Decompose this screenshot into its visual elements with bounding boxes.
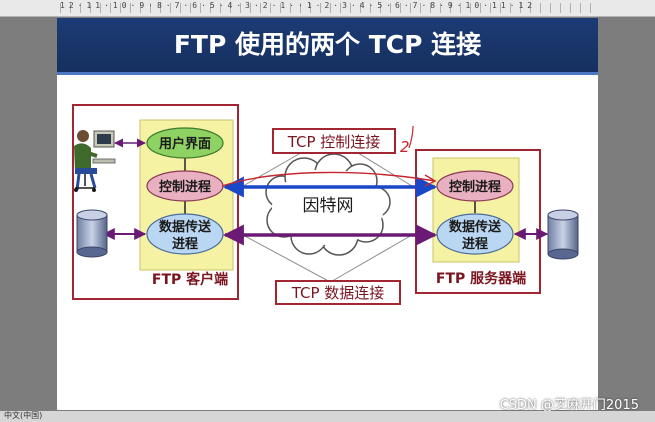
ruler-numbers: 12·11·10·9·8·7·6·5·4·3·2·1··1·2·3·4·5·6·… <box>60 1 537 10</box>
server-control-label: 控制进程 <box>449 179 501 195</box>
client-ui-ellipse <box>146 127 224 159</box>
user-computer-icon <box>74 130 116 192</box>
status-language[interactable]: 中文(中国) <box>4 411 43 420</box>
data-connection-box <box>275 280 401 305</box>
ftp-diagram: 用户界面 控制进程 数据传送 进程 控制进程 数据传送 进程 FTP 客户端 F… <box>72 104 579 305</box>
server-data-label-line2: 进程 <box>462 237 488 252</box>
annotation-number: 2 <box>400 138 410 156</box>
server-data-label-line1: 数据传送 <box>449 219 502 235</box>
client-disk-icon <box>76 209 108 258</box>
ruler: 12·11·10·9·8·7·6·5·4·3·2·1··1·2·3·4·5·6·… <box>0 0 655 17</box>
server-box <box>415 149 541 294</box>
status-bar: 中文(中国) <box>0 411 655 422</box>
control-connection-label: TCP 控制连接 <box>287 133 381 151</box>
annotation-curve <box>221 171 436 187</box>
client-control-label: 控制进程 <box>159 179 211 195</box>
watermark: CSDN @芝麻开门2015 <box>499 398 639 413</box>
slide-title: FTP 使用的两个 TCP 连接 <box>57 18 598 75</box>
annotation-stroke <box>408 125 414 149</box>
client-box <box>72 104 239 300</box>
client-label: FTP 客户端 <box>152 271 228 288</box>
data-connection-label: TCP 数据连接 <box>291 284 385 302</box>
slide[interactable]: FTP 使用的两个 TCP 连接 <box>57 18 598 410</box>
control-connection-box <box>272 128 396 154</box>
client-ui-label: 用户界面 <box>158 136 211 152</box>
client-data-label-line1: 数据传送 <box>159 219 212 235</box>
annotation-arrowhead <box>424 174 437 187</box>
server-label: FTP 服务器端 <box>436 270 526 287</box>
client-data-label-line2: 进程 <box>172 237 198 252</box>
server-disk-icon <box>547 209 579 260</box>
ruler-scale <box>60 3 595 13</box>
internet-label: 因特网 <box>303 196 354 216</box>
